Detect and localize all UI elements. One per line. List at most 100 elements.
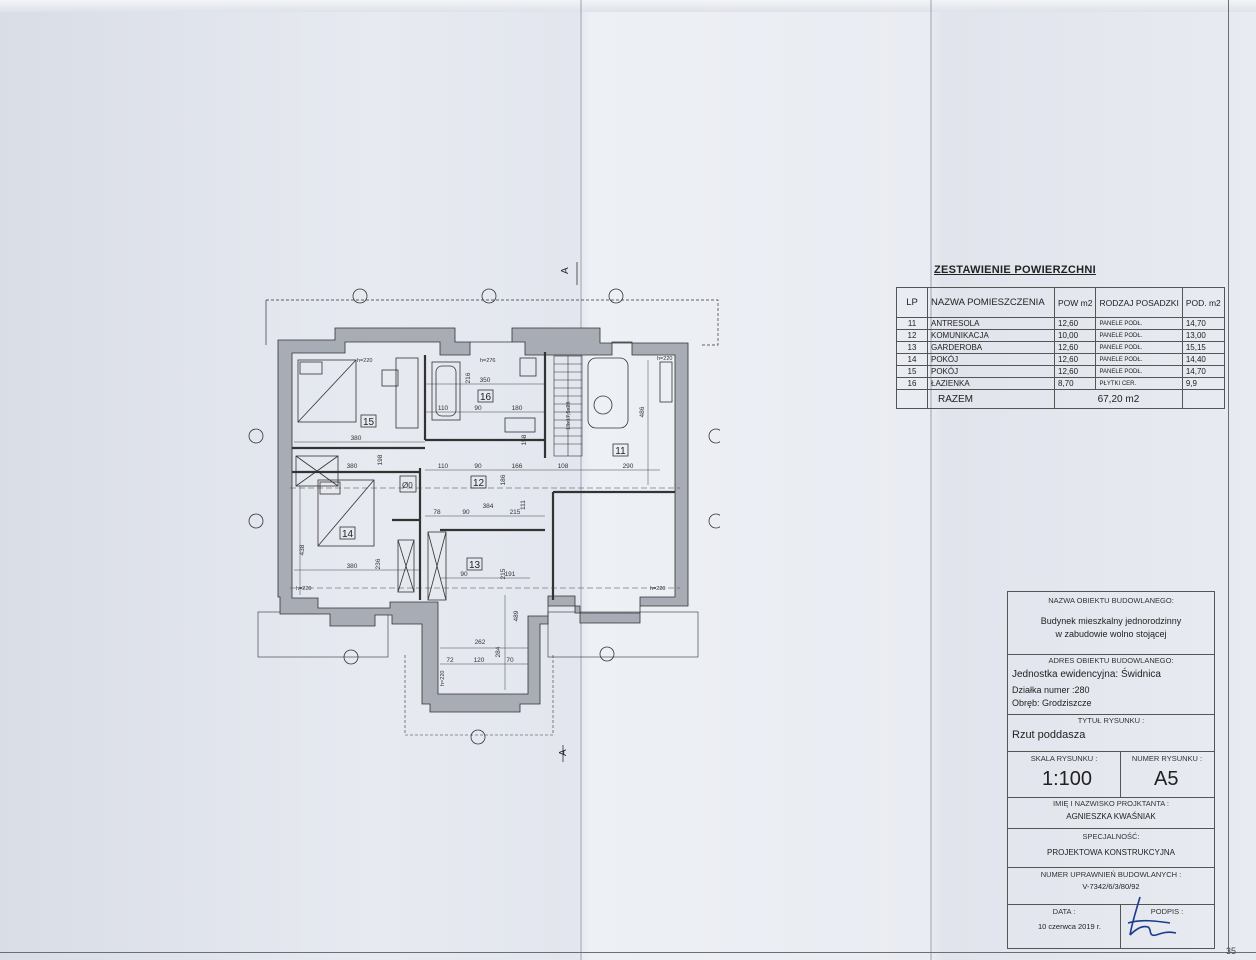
- dimension: 110: [438, 405, 449, 412]
- table-row: 11 ANTRESOLA 12,60 PANELE PODŁ. 14,70: [896, 317, 1225, 330]
- address-line3: Obręb: Grodziszcze: [1012, 698, 1092, 708]
- paper-fold: [580, 0, 582, 960]
- table-cell: 12,60: [1053, 341, 1097, 354]
- column-header: POW m2: [1053, 287, 1097, 318]
- dimension: 108: [558, 463, 569, 470]
- table-cell: 12,60: [1053, 365, 1097, 378]
- total-value: 67,20 m2: [1054, 389, 1183, 409]
- dimension: 486: [639, 406, 646, 417]
- object-name-line2: w zabudowie wolno stojącej: [1055, 629, 1167, 639]
- table-cell: 15: [896, 365, 928, 378]
- designer-label: IMIĘ I NAZWISKO PROJKTANTA :: [1053, 799, 1169, 808]
- table-cell: 16: [896, 377, 928, 390]
- dimension: 380: [347, 563, 358, 570]
- dimension: 111: [520, 500, 527, 510]
- dimension: 215: [500, 568, 507, 579]
- table-row: 13 GARDEROBA 12,60 PANELE PODŁ. 15,15: [896, 341, 1225, 354]
- paper-top-edge: [0, 0, 1256, 12]
- dimension: 216: [465, 372, 472, 383]
- summary-title: ZESTAWIENIE POWIERZCHNI: [934, 264, 1096, 276]
- designer-name: AGNIESZKA KWAŚNIAK: [1066, 812, 1156, 821]
- table-cell: PANELE PODŁ.: [1095, 341, 1183, 354]
- height-label: h=220: [296, 586, 311, 592]
- column-header: RODZAJ POSADZKI: [1095, 287, 1183, 318]
- signature-label: PODPIS :: [1150, 907, 1184, 916]
- table-cell: POKÓJ: [927, 353, 1055, 366]
- title-block: NAZWA OBIEKTU BUDOWLANEGO: Budynek miesz…: [1007, 591, 1215, 949]
- table-cell: 11: [896, 317, 928, 330]
- table-cell: 12,60: [1053, 317, 1097, 330]
- table-cell: 14: [896, 353, 928, 366]
- height-label: h=220: [657, 356, 672, 362]
- table-cell: 8,70: [1053, 377, 1097, 390]
- scale-label: SKALA RYSUNKU :: [1030, 754, 1098, 763]
- specialty-value: PROJEKTOWA KONSTRUKCYJNA: [1046, 848, 1176, 857]
- room-number: 13: [469, 560, 481, 571]
- dimension: 72: [446, 657, 454, 664]
- dimension: 180: [512, 405, 523, 412]
- table-cell: PANELE PODŁ.: [1095, 317, 1183, 330]
- stair-label: 13x17,5x28: [566, 402, 572, 430]
- divider: [1008, 828, 1214, 829]
- dimension: 90: [474, 405, 482, 412]
- dimension: 90: [474, 463, 482, 470]
- dimension: 166: [512, 463, 523, 470]
- room-number: 11: [615, 446, 626, 457]
- drawing-number: A5: [1154, 768, 1179, 790]
- floor-plan: 15 16 11 12 14 13 A A 380 350 110 90 180…: [248, 262, 720, 762]
- column-header: POD. m2: [1181, 287, 1225, 318]
- table-cell: [896, 389, 928, 409]
- table-row: 15 POKÓJ 12,60 PANELE PODŁ. 14,70: [896, 365, 1225, 378]
- height-label: h=220: [357, 358, 372, 364]
- object-name-label: NAZWA OBIEKTU BUDOWLANEGO:: [1048, 596, 1174, 605]
- divider: [1008, 904, 1214, 905]
- room-number: 15: [363, 417, 375, 428]
- dimension: 191: [505, 571, 516, 578]
- divider: [1008, 654, 1214, 655]
- dimension: 78: [433, 509, 441, 516]
- dimension: 90: [462, 509, 470, 516]
- table-cell: PANELE PODŁ.: [1095, 353, 1183, 366]
- dimension: 70: [506, 657, 514, 664]
- room-number: 12: [473, 478, 485, 489]
- scale-value: 1:100: [1042, 768, 1093, 790]
- date-label: DATA :: [1052, 907, 1076, 916]
- height-label: h=220: [440, 671, 446, 686]
- dimension: 236: [375, 558, 382, 569]
- table-cell: KOMUNIKACJA: [927, 329, 1055, 342]
- dimension: 284: [495, 646, 502, 657]
- address-label: ADRES OBIEKTU BUDOWLANEGO:: [1048, 656, 1174, 665]
- table-cell: 10,00: [1053, 329, 1097, 342]
- column-header: NAZWA POMIESZCZENIA: [927, 287, 1055, 318]
- table-row: 14 POKÓJ 12,60 PANELE PODŁ. 14,40: [896, 353, 1225, 366]
- table-cell: 14,40: [1181, 353, 1225, 366]
- table-cell: PŁYTKI CER.: [1095, 377, 1183, 390]
- table-cell: 12: [896, 329, 928, 342]
- room-number: 14: [342, 529, 354, 540]
- dimension: 215: [510, 509, 521, 516]
- sheet-border-right: [1228, 0, 1229, 952]
- room-number: 16: [480, 392, 492, 403]
- dimension: 384: [483, 503, 494, 510]
- column-header: LP: [896, 287, 928, 318]
- table-cell: 12,60: [1053, 353, 1097, 366]
- height-label: h=276: [480, 358, 495, 364]
- page-number: 35: [1226, 946, 1237, 956]
- section-mark: A: [558, 749, 569, 756]
- divider: [1008, 751, 1214, 752]
- total-label: RAZEM: [927, 389, 1055, 409]
- license-number: V-7342/6/3/80/92: [1082, 882, 1140, 891]
- object-name-line1: Budynek mieszkalny jednorodzinny: [1040, 616, 1182, 626]
- table-cell: PANELE PODŁ.: [1095, 329, 1183, 342]
- dimension: 380: [351, 435, 362, 442]
- vent-label: Ø0: [402, 481, 413, 490]
- table-cell: 15,15: [1181, 341, 1225, 354]
- sheet-border-bottom: [0, 952, 1256, 953]
- table-cell: GARDEROBA: [927, 341, 1055, 354]
- dimension: 438: [299, 544, 306, 555]
- date-value: 10 czerwca 2019 r.: [1038, 922, 1101, 931]
- dimension: 290: [623, 463, 634, 470]
- divider: [1008, 867, 1214, 868]
- table-row: 16 ŁAZIENKA 8,70 PŁYTKI CER. 9,9: [896, 377, 1225, 390]
- table-cell: POKÓJ: [927, 365, 1055, 378]
